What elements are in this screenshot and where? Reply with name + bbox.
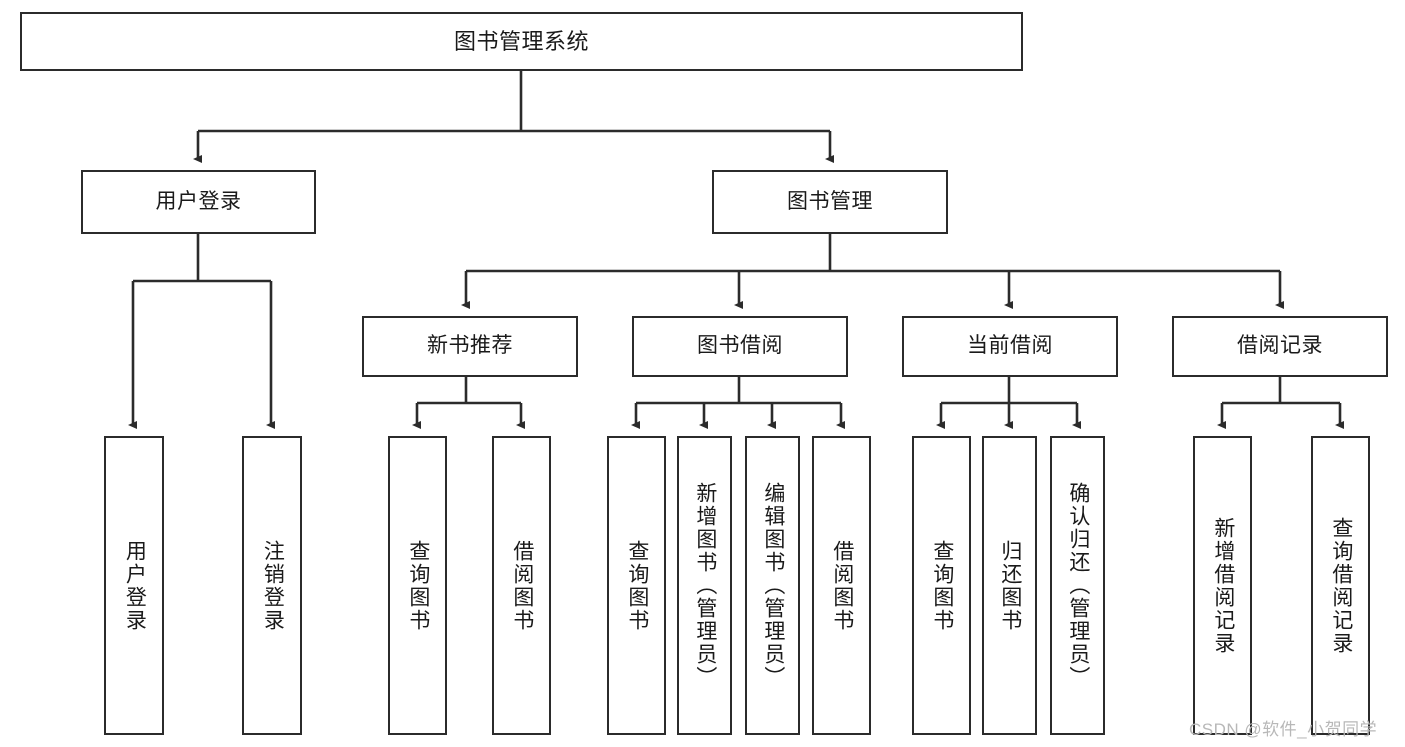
node-label: 确认归还（管理员） bbox=[1066, 482, 1090, 689]
node-label: 借阅记录 bbox=[1237, 334, 1323, 358]
node-book-management[interactable]: 图书管理 bbox=[712, 170, 948, 234]
node-root-system[interactable]: 图书管理系统 bbox=[20, 12, 1023, 71]
node-borrow-record[interactable]: 借阅记录 bbox=[1172, 316, 1388, 377]
leaf-add-book-admin[interactable]: 新增图书（管理员） bbox=[677, 436, 732, 735]
node-label: 用户登录 bbox=[155, 189, 242, 213]
leaf-query-book-recommend[interactable]: 查询图书 bbox=[388, 436, 447, 735]
leaf-query-book-current[interactable]: 查询图书 bbox=[912, 436, 971, 735]
node-label: 借阅图书 bbox=[830, 539, 854, 632]
node-user-login[interactable]: 用户登录 bbox=[81, 170, 316, 234]
node-label: 图书借阅 bbox=[697, 334, 783, 358]
node-label: 图书管理系统 bbox=[453, 28, 589, 54]
leaf-borrow-book[interactable]: 借阅图书 bbox=[812, 436, 871, 735]
node-label: 新增借阅记录 bbox=[1211, 516, 1235, 655]
node-label: 借阅图书 bbox=[510, 539, 534, 632]
leaf-borrow-book-recommend[interactable]: 借阅图书 bbox=[492, 436, 551, 735]
node-current-borrow[interactable]: 当前借阅 bbox=[902, 316, 1118, 377]
leaf-query-book-borrow[interactable]: 查询图书 bbox=[607, 436, 666, 735]
csdn-watermark: CSDN @软件_小贺同学 bbox=[1189, 720, 1378, 739]
node-label: 查询图书 bbox=[930, 539, 954, 632]
node-label: 编辑图书（管理员） bbox=[761, 482, 785, 689]
leaf-confirm-return-admin[interactable]: 确认归还（管理员） bbox=[1050, 436, 1105, 735]
leaf-return-book[interactable]: 归还图书 bbox=[982, 436, 1037, 735]
leaf-edit-book-admin[interactable]: 编辑图书（管理员） bbox=[745, 436, 800, 735]
leaf-logout-login[interactable]: 注销登录 bbox=[242, 436, 302, 735]
node-label: 当前借阅 bbox=[967, 334, 1053, 358]
node-label: 查询图书 bbox=[625, 539, 649, 632]
node-label: 查询图书 bbox=[406, 539, 430, 632]
node-label: 查询借阅记录 bbox=[1329, 516, 1353, 655]
node-label: 新书推荐 bbox=[427, 334, 513, 358]
leaf-user-login[interactable]: 用户登录 bbox=[104, 436, 164, 735]
leaf-add-borrow-record[interactable]: 新增借阅记录 bbox=[1193, 436, 1252, 735]
node-new-book-recommend[interactable]: 新书推荐 bbox=[362, 316, 578, 377]
node-label: 用户登录 bbox=[123, 539, 147, 632]
node-book-borrow[interactable]: 图书借阅 bbox=[632, 316, 848, 377]
node-label: 新增图书（管理员） bbox=[693, 482, 717, 689]
node-label: 图书管理 bbox=[787, 189, 873, 213]
leaf-query-borrow-record[interactable]: 查询借阅记录 bbox=[1311, 436, 1370, 735]
node-label: 归还图书 bbox=[998, 539, 1022, 632]
node-label: 注销登录 bbox=[261, 539, 285, 632]
